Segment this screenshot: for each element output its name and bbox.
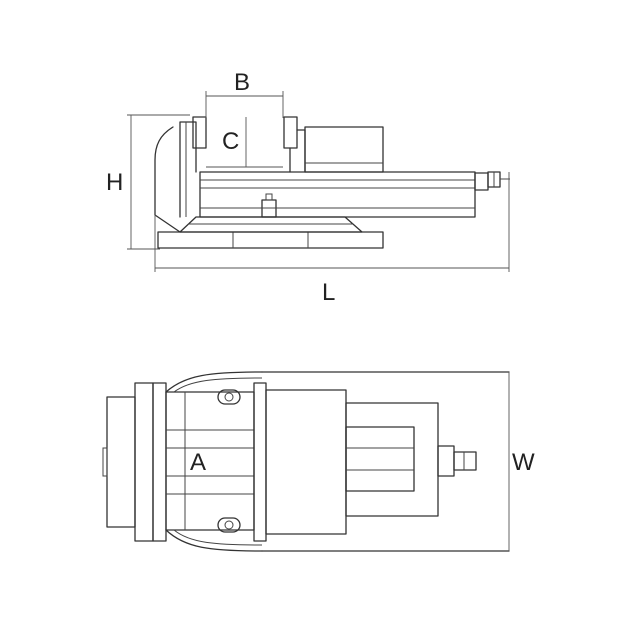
dim-b (205, 91, 284, 118)
dim-h (127, 114, 190, 250)
dim-c (206, 117, 283, 168)
top-bolts (217, 389, 241, 533)
label-h: H (106, 169, 123, 196)
dim-l (154, 172, 510, 272)
top-base-plate (102, 382, 154, 542)
label-a: A (190, 449, 206, 476)
side-center-bolt (261, 193, 277, 218)
side-screw-end (474, 171, 510, 191)
label-b: B (234, 69, 250, 96)
label-w: W (512, 449, 535, 476)
side-base-plate (157, 231, 384, 249)
top-frame-outline (261, 371, 510, 552)
side-moving-jaw (283, 116, 306, 173)
top-moving-jaw (253, 382, 347, 542)
label-l: L (322, 279, 335, 306)
top-curved-outline (165, 371, 263, 552)
side-view: B C H L (106, 69, 510, 306)
top-rail (345, 402, 439, 517)
top-screw-end (437, 445, 477, 477)
top-view: A W (102, 371, 535, 552)
side-rail (199, 171, 476, 218)
side-movable-block (304, 126, 384, 173)
side-jaw-profile (154, 126, 181, 233)
label-c: C (222, 128, 239, 155)
side-fixed-jaw (179, 116, 207, 218)
